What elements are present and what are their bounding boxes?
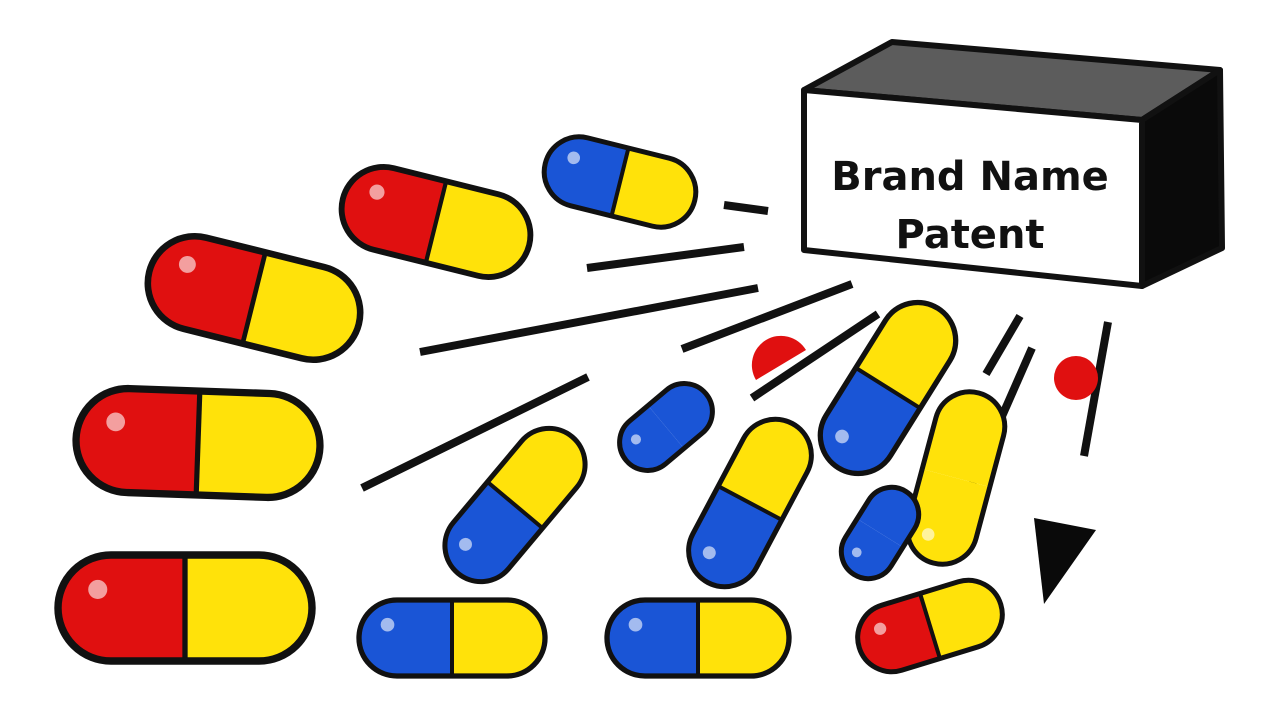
pill-shine xyxy=(459,537,472,551)
pill-outline xyxy=(72,384,324,502)
pills-group xyxy=(54,134,1008,679)
pill-shine xyxy=(178,255,196,273)
pill-blue-yellow-bottom-2 xyxy=(604,597,792,679)
pill-shine xyxy=(851,547,862,558)
pill-right-half xyxy=(648,383,713,449)
pill-left-half xyxy=(359,600,452,676)
pill-left-half xyxy=(76,388,200,495)
pill-seam xyxy=(854,366,922,410)
pill-left-half xyxy=(147,236,266,344)
pill-left-half xyxy=(841,518,903,579)
pill-red-yellow-4 xyxy=(338,163,534,281)
pill-blue-yellow-falling-2 xyxy=(686,416,814,590)
pill-right-half xyxy=(920,580,1003,659)
motion-streak xyxy=(723,201,769,215)
pill-blue-small-1 xyxy=(617,381,715,473)
pill-yellow-falling xyxy=(904,389,1008,567)
pill-shine xyxy=(380,617,395,632)
pill-red-yellow-1 xyxy=(144,232,364,364)
motion-streak xyxy=(1080,321,1112,457)
pill-left-half xyxy=(58,555,185,661)
pill-outline xyxy=(904,389,1008,567)
pill-blue-small-2 xyxy=(838,484,922,582)
pill-outline xyxy=(144,232,364,364)
pill-seam xyxy=(423,180,449,264)
pill-right-half xyxy=(698,600,789,676)
pill-seam xyxy=(717,484,783,522)
pill-seam xyxy=(240,251,268,345)
motion-streak xyxy=(982,313,1024,377)
patent-box-label-line1: Brand Name xyxy=(831,154,1109,200)
pill-outline xyxy=(356,597,548,679)
pill-right-half xyxy=(922,391,1005,488)
pill-left-half xyxy=(544,136,629,216)
pill-blue-yellow-bottom-1 xyxy=(356,597,548,679)
motion-streak xyxy=(749,310,881,402)
red-dot-right xyxy=(1054,356,1098,400)
pill-shine xyxy=(567,151,581,165)
patent-box-front xyxy=(801,87,1145,289)
pill-outline xyxy=(54,551,316,665)
pill-shine xyxy=(630,434,641,445)
motion-streak xyxy=(360,373,590,492)
pill-right-half xyxy=(452,600,545,676)
pill-shine xyxy=(88,579,108,599)
pill-right-half xyxy=(196,391,320,498)
pill-outline xyxy=(686,416,814,590)
pill-blue-yellow-falling-1 xyxy=(442,425,588,585)
pill-shine xyxy=(702,546,716,560)
pill-shine xyxy=(921,528,935,541)
pill-outline xyxy=(541,134,699,230)
red-dots xyxy=(751,335,1098,400)
pill-outline xyxy=(838,484,922,582)
motion-streaks xyxy=(360,201,1112,532)
pill-shine xyxy=(874,622,887,635)
pill-red-yellow-3 xyxy=(54,551,316,665)
pill-left-half xyxy=(857,593,940,672)
arrow-head-icon xyxy=(1034,518,1096,604)
pill-right-half xyxy=(425,181,531,278)
pill-blue-yellow-falling-3 xyxy=(817,299,959,477)
pill-shine xyxy=(369,184,385,200)
pill-outline xyxy=(855,577,1005,675)
motion-streak xyxy=(680,280,854,353)
pill-seam xyxy=(486,480,544,530)
pill-seam xyxy=(609,147,631,217)
pill-shine xyxy=(628,617,643,632)
red-dot-left xyxy=(751,335,806,380)
pill-shine xyxy=(835,429,849,444)
pill-right-half xyxy=(185,555,312,661)
pill-left-half xyxy=(607,600,698,676)
motion-streak xyxy=(586,243,745,272)
pill-left-half xyxy=(341,166,447,263)
pill-red-yellow-2 xyxy=(72,384,324,502)
pill-blue-yellow-top xyxy=(541,134,699,230)
pill-right-half xyxy=(857,487,919,548)
patent-box: Brand Name Patent xyxy=(801,39,1225,289)
pill-red-yellow-bottom xyxy=(855,577,1005,675)
pill-left-half xyxy=(619,405,684,471)
patent-box-label-line2: Patent xyxy=(895,212,1044,258)
pill-outline xyxy=(442,425,588,585)
pill-outline xyxy=(817,299,959,477)
pill-outline xyxy=(604,597,792,679)
pill-seam xyxy=(918,592,942,660)
pill-outline xyxy=(338,163,534,281)
pill-seam xyxy=(193,390,203,496)
pill-shine xyxy=(106,412,126,432)
motion-streak xyxy=(419,284,759,356)
pill-right-half xyxy=(611,148,696,228)
pill-outline xyxy=(617,381,715,473)
pill-right-half xyxy=(242,252,361,360)
